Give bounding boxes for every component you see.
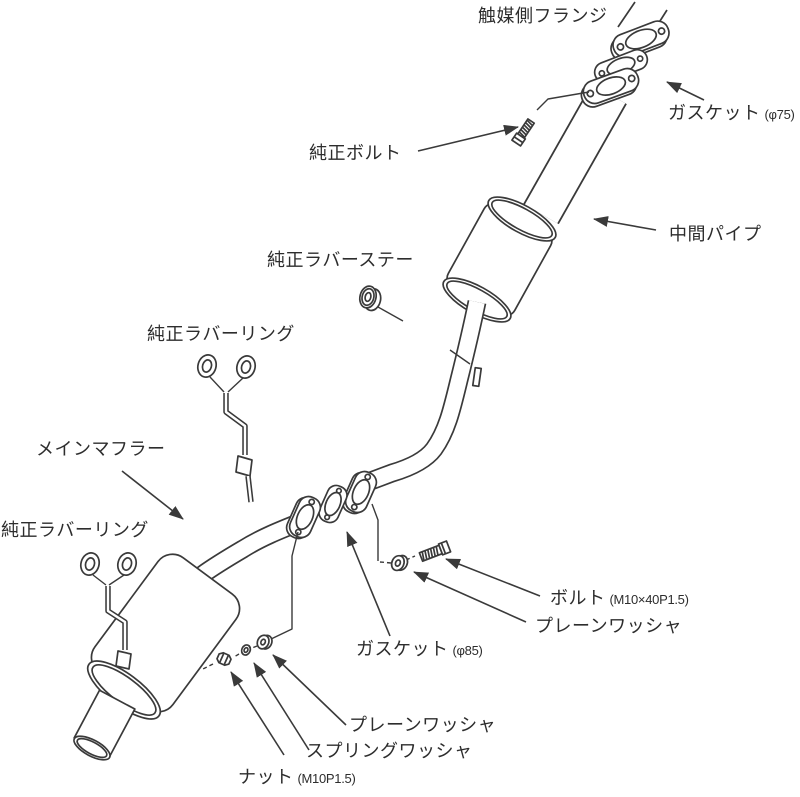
arrow-mid-pipe	[593, 216, 657, 231]
plain-washer-right-part	[390, 554, 409, 572]
label-stock-rubber-ring-upper: 純正ラバーリング	[147, 324, 295, 344]
plain-washer-bottom-part	[256, 634, 273, 650]
arrow-plain-washer-bottom	[272, 654, 347, 726]
intermediate-pipe-upper	[523, 83, 627, 225]
rubber-stay-grommet	[358, 285, 382, 312]
arrow-gasket-75	[666, 81, 705, 101]
arrow-bolt-m10	[445, 558, 541, 597]
arrow-nut-m10	[230, 671, 285, 756]
upper-hanger-rod	[223, 393, 254, 503]
arrow-main-muffler	[121, 470, 184, 520]
label-stock-bolt: 純正ボルト	[309, 143, 402, 163]
bolt-m10-part	[418, 540, 452, 563]
arrow-stock-bolt	[417, 124, 519, 152]
spring-washer-part	[240, 644, 252, 656]
intermediate-pipe-flange	[580, 67, 640, 108]
label-spring-washer: スプリングワッシャ	[306, 741, 473, 761]
label-catalyst-flange: 触媒側フランジ	[478, 6, 608, 26]
label-plain-washer-right: プレーンワッシャ	[535, 616, 683, 636]
stock-bolt-part	[511, 91, 590, 147]
muffler-tip	[73, 689, 136, 761]
nut-m10-part	[216, 651, 232, 667]
arrow-spring-washer	[253, 662, 310, 751]
arrow-plain-washer-right	[413, 571, 527, 623]
label-main-muffler: メインマフラー	[36, 439, 166, 459]
catalyst-flange	[610, 20, 670, 62]
rubber-ring-upper-leaders	[209, 376, 244, 393]
rubber-stay-bracket	[471, 366, 483, 388]
lower-hanger-rod	[105, 586, 132, 670]
joint-axis-right	[371, 503, 416, 564]
rubber-ring-upper-right	[235, 355, 257, 379]
rubber-ring-upper-left	[196, 354, 218, 378]
resonator	[442, 196, 557, 323]
label-bolt-m10: ボルト(M10×40P1.5)	[550, 588, 689, 608]
leader-arrows	[121, 81, 705, 756]
joint-axis-left	[202, 531, 299, 670]
label-plain-washer-bottom: プレーンワッシャ	[349, 715, 497, 735]
label-nut-m10: ナット(M10P1.5)	[238, 767, 356, 787]
label-stock-rubber-stay: 純正ラバーステー	[267, 250, 414, 270]
muffler-side-flange	[285, 495, 322, 540]
rubber-stay-leader	[377, 306, 471, 365]
label-gasket-85: ガスケット(φ85)	[356, 639, 483, 659]
main-muffler-body	[73, 553, 241, 761]
rubber-ring-lower-leaders	[92, 574, 125, 586]
intermediate-pipe-lower	[364, 300, 487, 491]
gasket-85	[318, 484, 348, 524]
arrow-gasket-85	[346, 531, 391, 637]
pipe-side-flange	[341, 470, 378, 515]
label-mid-pipe: 中間パイプ	[669, 224, 762, 244]
label-stock-rubber-ring-lower: 純正ラバーリング	[1, 520, 149, 540]
label-gasket-75: ガスケット(φ75)	[668, 103, 795, 123]
rubber-ring-lower-left	[79, 552, 101, 576]
rubber-ring-lower-right	[116, 552, 138, 576]
